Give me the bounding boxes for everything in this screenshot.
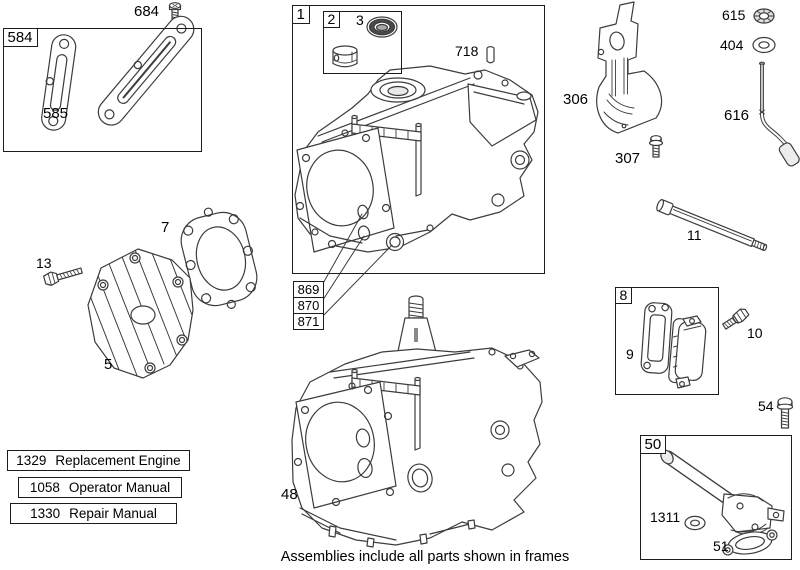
ref-name: Replacement Engine	[55, 453, 181, 468]
callout-871: 871	[293, 313, 324, 330]
part-label-11: 11	[687, 227, 702, 243]
frame-2-label: 2	[322, 10, 341, 28]
part-label-9: 9	[626, 346, 634, 362]
part-label-1311: 1311	[650, 509, 681, 525]
cylinder-assembly-art	[294, 65, 539, 253]
part-label-48: 48	[281, 486, 298, 503]
screw-10-icon	[722, 308, 750, 330]
callout-leader-lines	[320, 213, 393, 319]
callout-870: 870	[293, 297, 324, 314]
washer-1311-art	[684, 515, 706, 531]
frame-584: 584	[2, 27, 202, 152]
part-label-615: 615	[722, 7, 746, 23]
frame-584-label: 584	[2, 27, 38, 47]
frame-50-label: 50	[639, 434, 667, 454]
oil-seal-3-art	[366, 16, 398, 38]
part-label-10: 10	[747, 325, 763, 341]
gasket-585-right-art	[97, 15, 195, 126]
screw-54-icon	[776, 397, 794, 429]
bolt-13-art	[43, 267, 83, 286]
washer-404-art	[752, 36, 776, 54]
cap-615-art	[753, 8, 775, 24]
frame-50: 50	[639, 434, 792, 560]
screw-307-icon	[648, 135, 663, 158]
frame-2: 2	[322, 10, 402, 74]
part-label-54: 54	[758, 398, 774, 414]
callout-869: 869	[293, 281, 324, 298]
bracket-306-art	[596, 1, 663, 134]
part-label-13: 13	[36, 255, 52, 271]
oil-fill-tube-50-art	[660, 449, 785, 535]
part-label-616: 616	[724, 107, 750, 124]
ref-number: 1058	[29, 480, 60, 495]
part-label-51: 51	[713, 538, 729, 554]
gasket-51-art	[722, 529, 778, 556]
pin-718-art	[486, 46, 495, 64]
muffler-gasket-9-art	[640, 302, 673, 374]
diagram-caption: Assemblies include all parts shown in fr…	[280, 549, 570, 565]
ref-number: 1329	[16, 453, 47, 468]
dipstick-616-art	[758, 61, 800, 167]
muffler-art	[668, 315, 707, 389]
crankcase-48-art	[291, 295, 543, 548]
gasket-585-left-art	[41, 34, 77, 131]
part-label-684: 684	[134, 3, 160, 20]
part-label-7: 7	[161, 219, 170, 236]
ref-name: Repair Manual	[69, 506, 157, 521]
ref-row-repair-manual: 1330 Repair Manual	[10, 503, 177, 524]
tube-11-art	[656, 199, 768, 252]
ref-name: Operator Manual	[68, 480, 171, 495]
frame-1: 1	[291, 4, 545, 274]
part-label-306: 306	[563, 91, 589, 108]
part-label-404: 404	[720, 37, 744, 53]
ref-row-replacement-engine: 1329 Replacement Engine	[7, 450, 190, 471]
frame-1-label: 1	[291, 4, 310, 24]
head-gasket-7-art	[180, 207, 258, 309]
piston-2-art	[332, 45, 358, 68]
frame-8: 8	[614, 286, 719, 395]
part-label-585: 585	[43, 105, 69, 122]
part-label-718: 718	[455, 43, 479, 59]
part-label-5: 5	[104, 356, 113, 373]
part-label-307: 307	[615, 150, 641, 167]
ref-number: 1330	[30, 506, 61, 521]
cylinder-head-5-art	[87, 248, 194, 379]
frame-8-label: 8	[614, 286, 633, 304]
part-label-3: 3	[356, 12, 364, 28]
ref-row-operator-manual: 1058 Operator Manual	[18, 477, 182, 498]
